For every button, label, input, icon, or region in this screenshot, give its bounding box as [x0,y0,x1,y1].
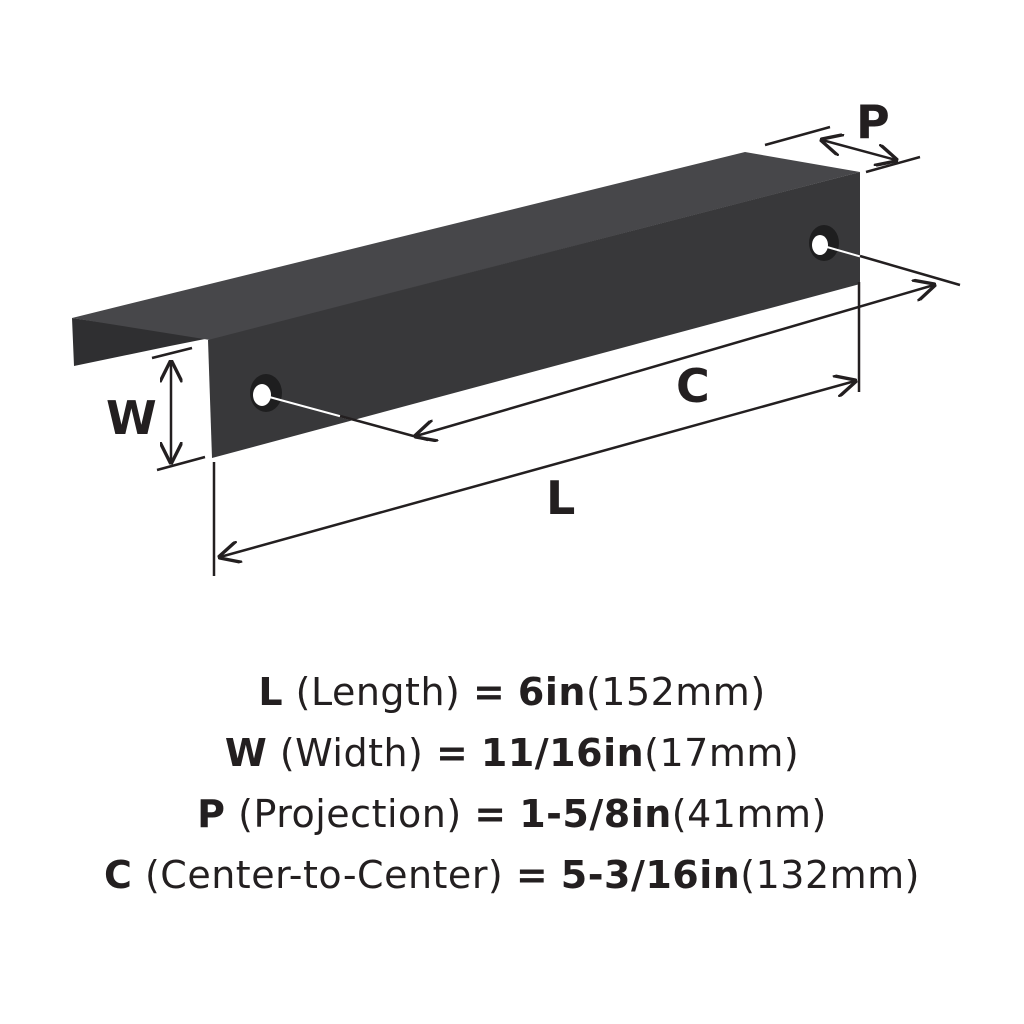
spec-value: 11/16in [480,731,645,775]
spec-metric: (17mm) [644,731,800,775]
spec-equals: = [474,792,507,836]
spec-projection: P (Projection) = 1-5/8in(41mm) [0,784,1024,845]
handle-diagram: P C L W [72,95,961,576]
spec-name: (Center-to-Center) [144,853,504,897]
handle-top-face [72,152,860,340]
spec-metric: (132mm) [740,853,921,897]
spec-name: (Width) [279,731,424,775]
label-c: C [676,359,710,413]
spec-equals: = [515,853,549,897]
spec-center-to-center: C (Center-to-Center) = 5-3/16in(132mm) [0,845,1024,906]
handle-back-flap [72,318,210,366]
spec-length: L (Length) = 6in(152mm) [0,662,1024,723]
spec-value: 5-3/16in [560,853,741,897]
spec-equals: = [472,670,506,714]
label-l: L [546,471,575,525]
spec-name: (Projection) [238,792,462,836]
label-w: W [106,391,157,445]
mounting-hole-right [809,225,839,261]
spec-width: W (Width) = 11/16in(17mm) [0,723,1024,784]
label-p: P [856,95,890,149]
spec-letter: L [258,670,284,714]
projection-dimension [764,125,921,174]
dimension-specs: L (Length) = 6in(152mm) W (Width) = 11/1… [0,662,1024,906]
spec-letter: P [197,792,226,836]
spec-value: 6in [517,670,586,714]
spec-metric: (41mm) [671,792,827,836]
length-dimension [212,282,861,576]
spec-value: 1-5/8in [519,792,672,836]
spec-letter: C [103,853,133,897]
spec-equals: = [435,731,469,775]
spec-name: (Length) [295,670,461,714]
mounting-hole-left [250,374,282,412]
spec-metric: (152mm) [585,670,766,714]
spec-letter: W [224,731,268,775]
width-dimension [151,346,206,472]
